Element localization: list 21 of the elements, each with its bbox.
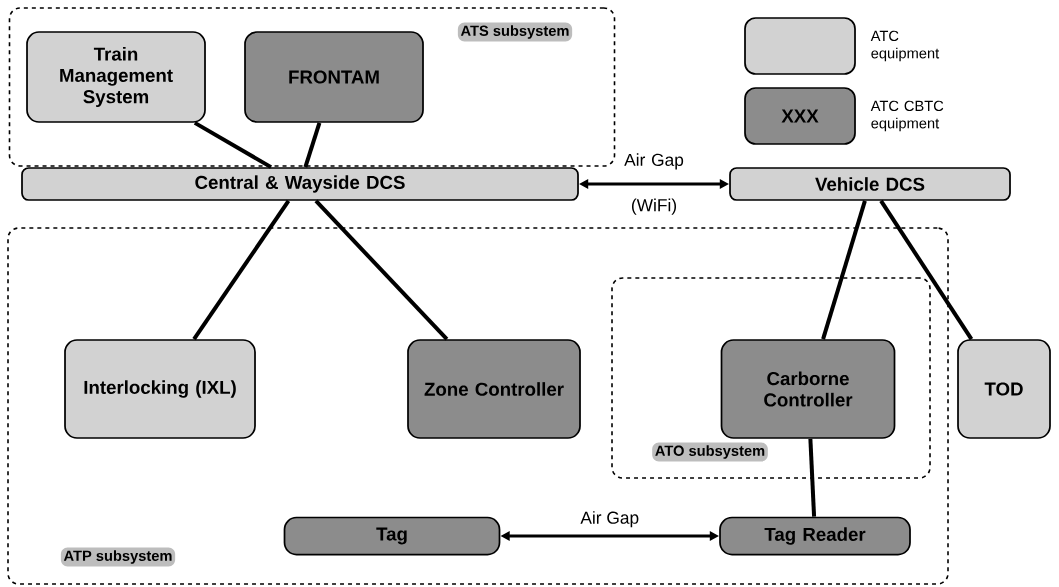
connector xyxy=(821,200,867,340)
equipment-box: Zone Controller xyxy=(407,339,581,439)
connector xyxy=(192,199,291,341)
equipment-box: Tag Reader xyxy=(719,516,911,556)
connector xyxy=(193,121,273,169)
network-bar: Central & Wayside DCS xyxy=(21,167,579,201)
equipment-box: Train Management System xyxy=(26,31,206,123)
equipment-box: Carborne Controller xyxy=(720,339,896,439)
connector xyxy=(879,199,974,341)
edge-label: Air Gap xyxy=(580,511,639,528)
legend-label: ATC CBTC equipment xyxy=(870,100,944,132)
equipment-box: Interlocking (IXL) xyxy=(64,339,256,439)
edge-label: Air Gap (WiFi) xyxy=(624,153,684,215)
connector xyxy=(303,122,322,168)
connector xyxy=(314,199,449,341)
equipment-box: FRONTAM xyxy=(244,31,424,123)
connector xyxy=(808,438,817,517)
equipment-box: TOD xyxy=(957,339,1051,439)
equipment-box: Tag xyxy=(283,516,501,556)
legend-label: ATC equipment xyxy=(870,30,940,62)
network-bar: Vehicle DCS xyxy=(729,167,1011,201)
